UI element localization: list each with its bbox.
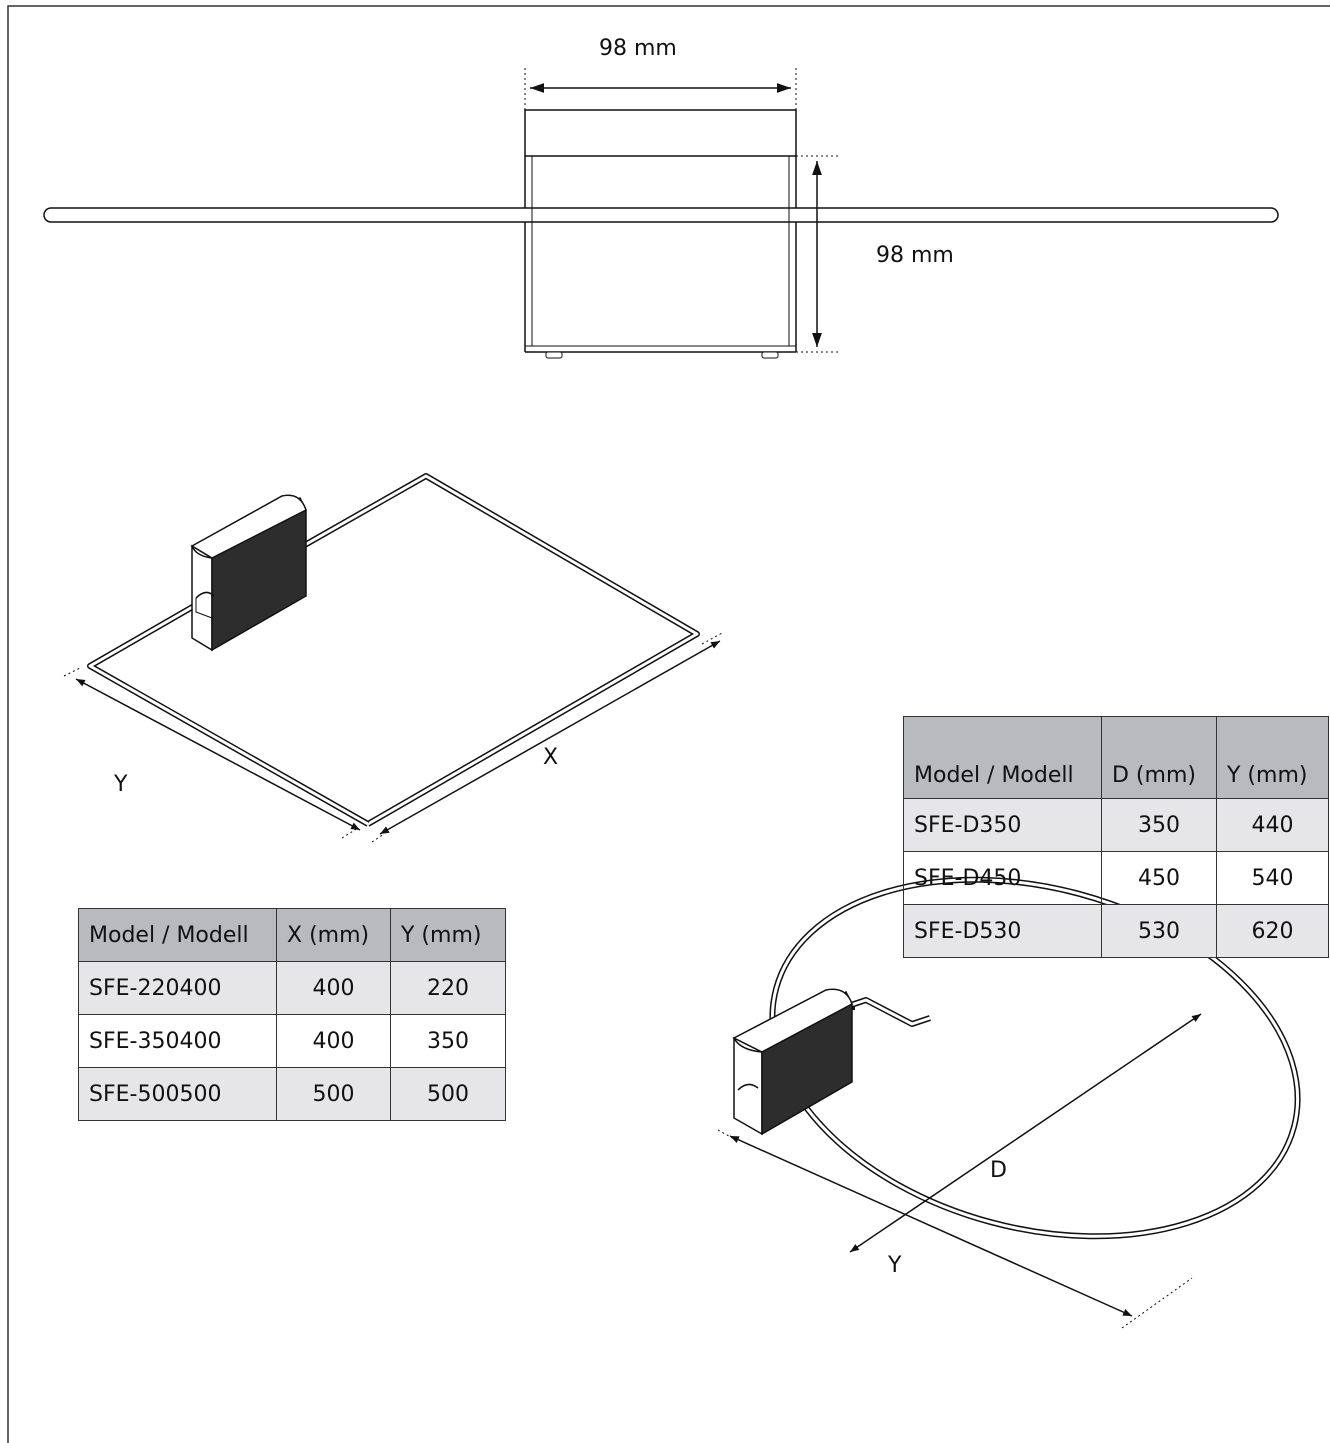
- table-row: SFE-D350 350 440: [903, 798, 1329, 852]
- rect-antenna-drawing: [63, 473, 725, 843]
- cell-model: SFE-220400: [78, 961, 277, 1015]
- y-label: Y: [114, 772, 128, 797]
- cell-x: 500: [276, 1067, 391, 1121]
- table-row: SFE-D530 530 620: [903, 904, 1329, 958]
- cell-d: 530: [1101, 904, 1217, 958]
- antenna-rod: [43, 207, 1279, 223]
- cell-y: 540: [1216, 851, 1329, 905]
- table-header-row: Model / Modell X (mm) Y (mm): [78, 908, 506, 962]
- cell-y: 500: [390, 1067, 506, 1121]
- table-header-row: Model / Modell D (mm) Y (mm): [903, 716, 1329, 799]
- cell-model: SFE-D350: [903, 798, 1102, 852]
- x-dimension-arrow: [379, 640, 721, 835]
- cell-model: SFE-500500: [78, 1067, 277, 1121]
- cell-d: 350: [1101, 798, 1217, 852]
- cell-y: 440: [1216, 798, 1329, 852]
- front-view: [43, 68, 1279, 359]
- cell-y: 620: [1216, 904, 1329, 958]
- cell-model: SFE-D530: [903, 904, 1102, 958]
- header-y: Y (mm): [1216, 716, 1329, 799]
- header-y: Y (mm): [390, 908, 506, 962]
- cell-d: 450: [1101, 851, 1217, 905]
- header-d: D (mm): [1101, 716, 1217, 799]
- rect-spec-table: Model / Modell X (mm) Y (mm) SFE-220400 …: [78, 908, 506, 1121]
- cell-y: 220: [390, 961, 506, 1015]
- round-y-dimension-arrow: [729, 1135, 1133, 1317]
- table-row: SFE-D450 450 540: [903, 851, 1329, 905]
- page-border: [7, 5, 1330, 1443]
- cell-model: SFE-350400: [78, 1014, 277, 1068]
- cell-x: 400: [276, 961, 391, 1015]
- d-dimension-arrow: [849, 1013, 1202, 1253]
- width-label: 98 mm: [599, 36, 677, 61]
- cell-model: SFE-D450: [903, 851, 1102, 905]
- round-spec-table: Model / Modell D (mm) Y (mm) SFE-D350 35…: [903, 716, 1329, 958]
- d-label: D: [990, 1158, 1007, 1183]
- table-row: SFE-350400 400 350: [78, 1014, 506, 1068]
- x-label: X: [543, 745, 559, 770]
- housing-top: [524, 109, 797, 157]
- round-y-label: Y: [888, 1253, 902, 1278]
- table-row: SFE-220400 400 220: [78, 961, 506, 1015]
- table-row: SFE-500500 500 500: [78, 1067, 506, 1121]
- header-x: X (mm): [276, 908, 391, 962]
- header-model: Model / Modell: [78, 908, 277, 962]
- foot-right: [761, 351, 779, 359]
- y-dimension-arrow: [75, 678, 361, 831]
- cell-x: 400: [276, 1014, 391, 1068]
- height-label: 98 mm: [876, 243, 954, 268]
- cell-y: 350: [390, 1014, 506, 1068]
- header-model: Model / Modell: [903, 716, 1102, 799]
- foot-left: [545, 351, 563, 359]
